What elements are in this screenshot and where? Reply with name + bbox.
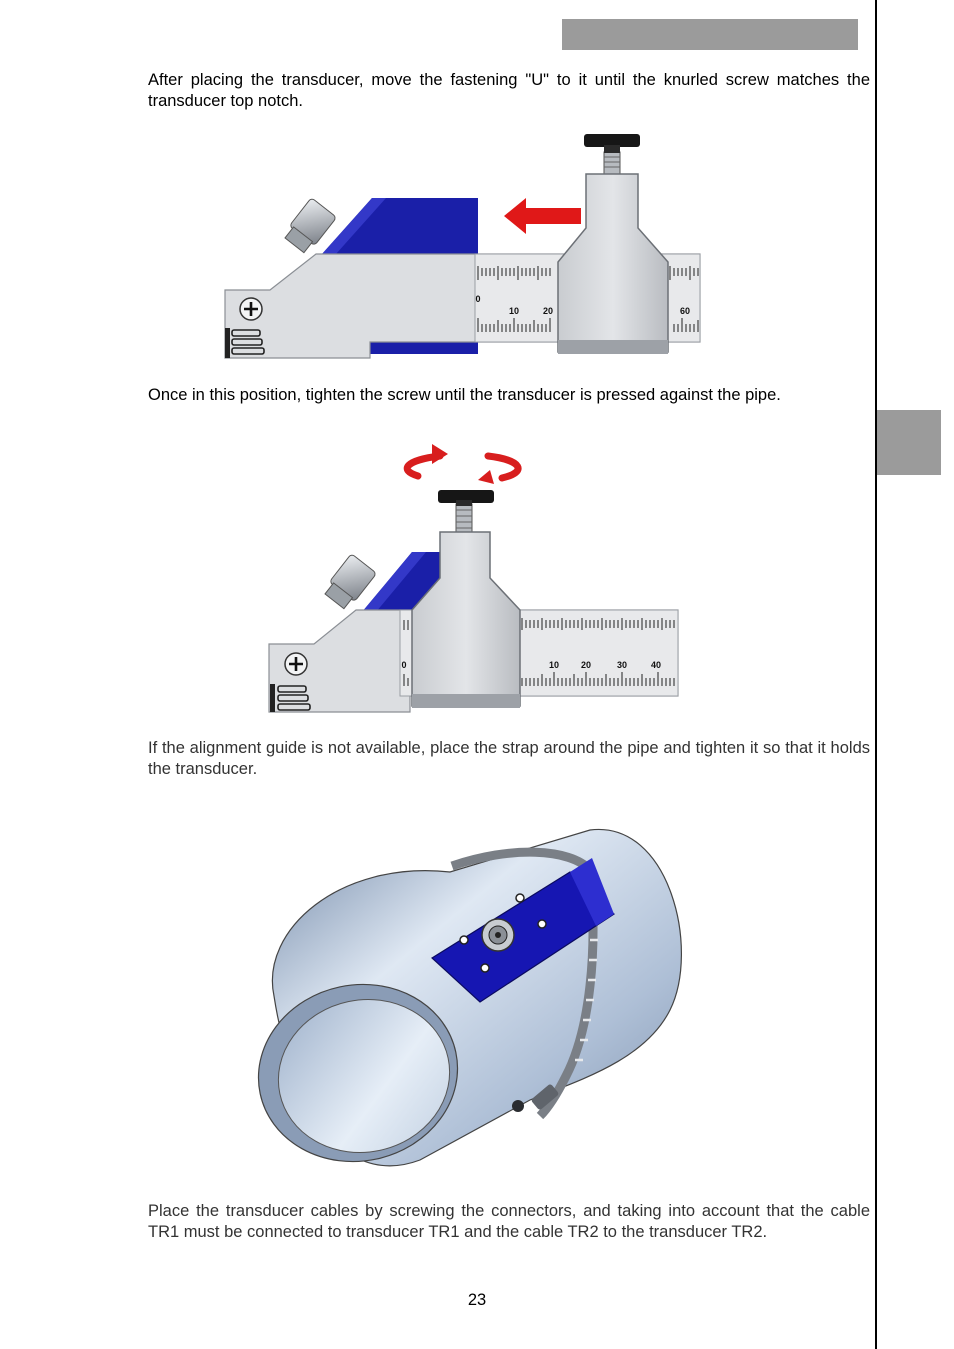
paragraph-cable-connection: Place the transducer cables by screwing … bbox=[148, 1202, 870, 1241]
pipe bbox=[257, 829, 682, 1167]
chapter-tab bbox=[877, 410, 941, 475]
transducer-body bbox=[362, 552, 442, 612]
scale-label: 60 bbox=[680, 306, 690, 316]
fastening-u bbox=[557, 134, 669, 354]
header-bar bbox=[562, 19, 858, 50]
scale-label: 0 bbox=[475, 294, 480, 304]
connector-icon bbox=[324, 554, 376, 610]
strap bbox=[450, 847, 598, 1120]
ruler-ticks bbox=[403, 618, 675, 686]
page-number: 23 bbox=[467, 1291, 487, 1309]
scale-label: 0 bbox=[401, 660, 406, 670]
arrow-left-icon bbox=[504, 198, 581, 234]
paragraph-tighten-screw: Once in this position, tighten the screw… bbox=[148, 386, 781, 404]
transducer-body bbox=[322, 198, 478, 354]
scale-label: 20 bbox=[543, 306, 553, 316]
paragraph-strap-instructions: If the alignment guide is not available,… bbox=[148, 739, 870, 778]
scale-label: 20 bbox=[581, 660, 591, 670]
ruler-ticks bbox=[477, 266, 699, 332]
figure-tighten-screw: 0 10 20 30 40 bbox=[268, 444, 679, 713]
transducer-body bbox=[431, 858, 615, 1003]
connector-icon bbox=[481, 918, 515, 952]
fastening-u bbox=[411, 490, 521, 708]
scale-label: 40 bbox=[651, 660, 661, 670]
strap-clamp bbox=[512, 1084, 559, 1112]
scale-label: 30 bbox=[617, 660, 627, 670]
page-edge-rule bbox=[875, 0, 877, 1349]
paragraph-move-fastening: After placing the transducer, move the f… bbox=[148, 71, 870, 110]
scale-label: 10 bbox=[549, 660, 559, 670]
scale-label: 10 bbox=[509, 306, 519, 316]
figure-pipe-strap bbox=[257, 829, 682, 1167]
rotate-icon bbox=[403, 452, 522, 482]
figure-slide-fastening: 0 10 20 60 bbox=[224, 134, 701, 359]
connector-icon bbox=[284, 198, 336, 254]
